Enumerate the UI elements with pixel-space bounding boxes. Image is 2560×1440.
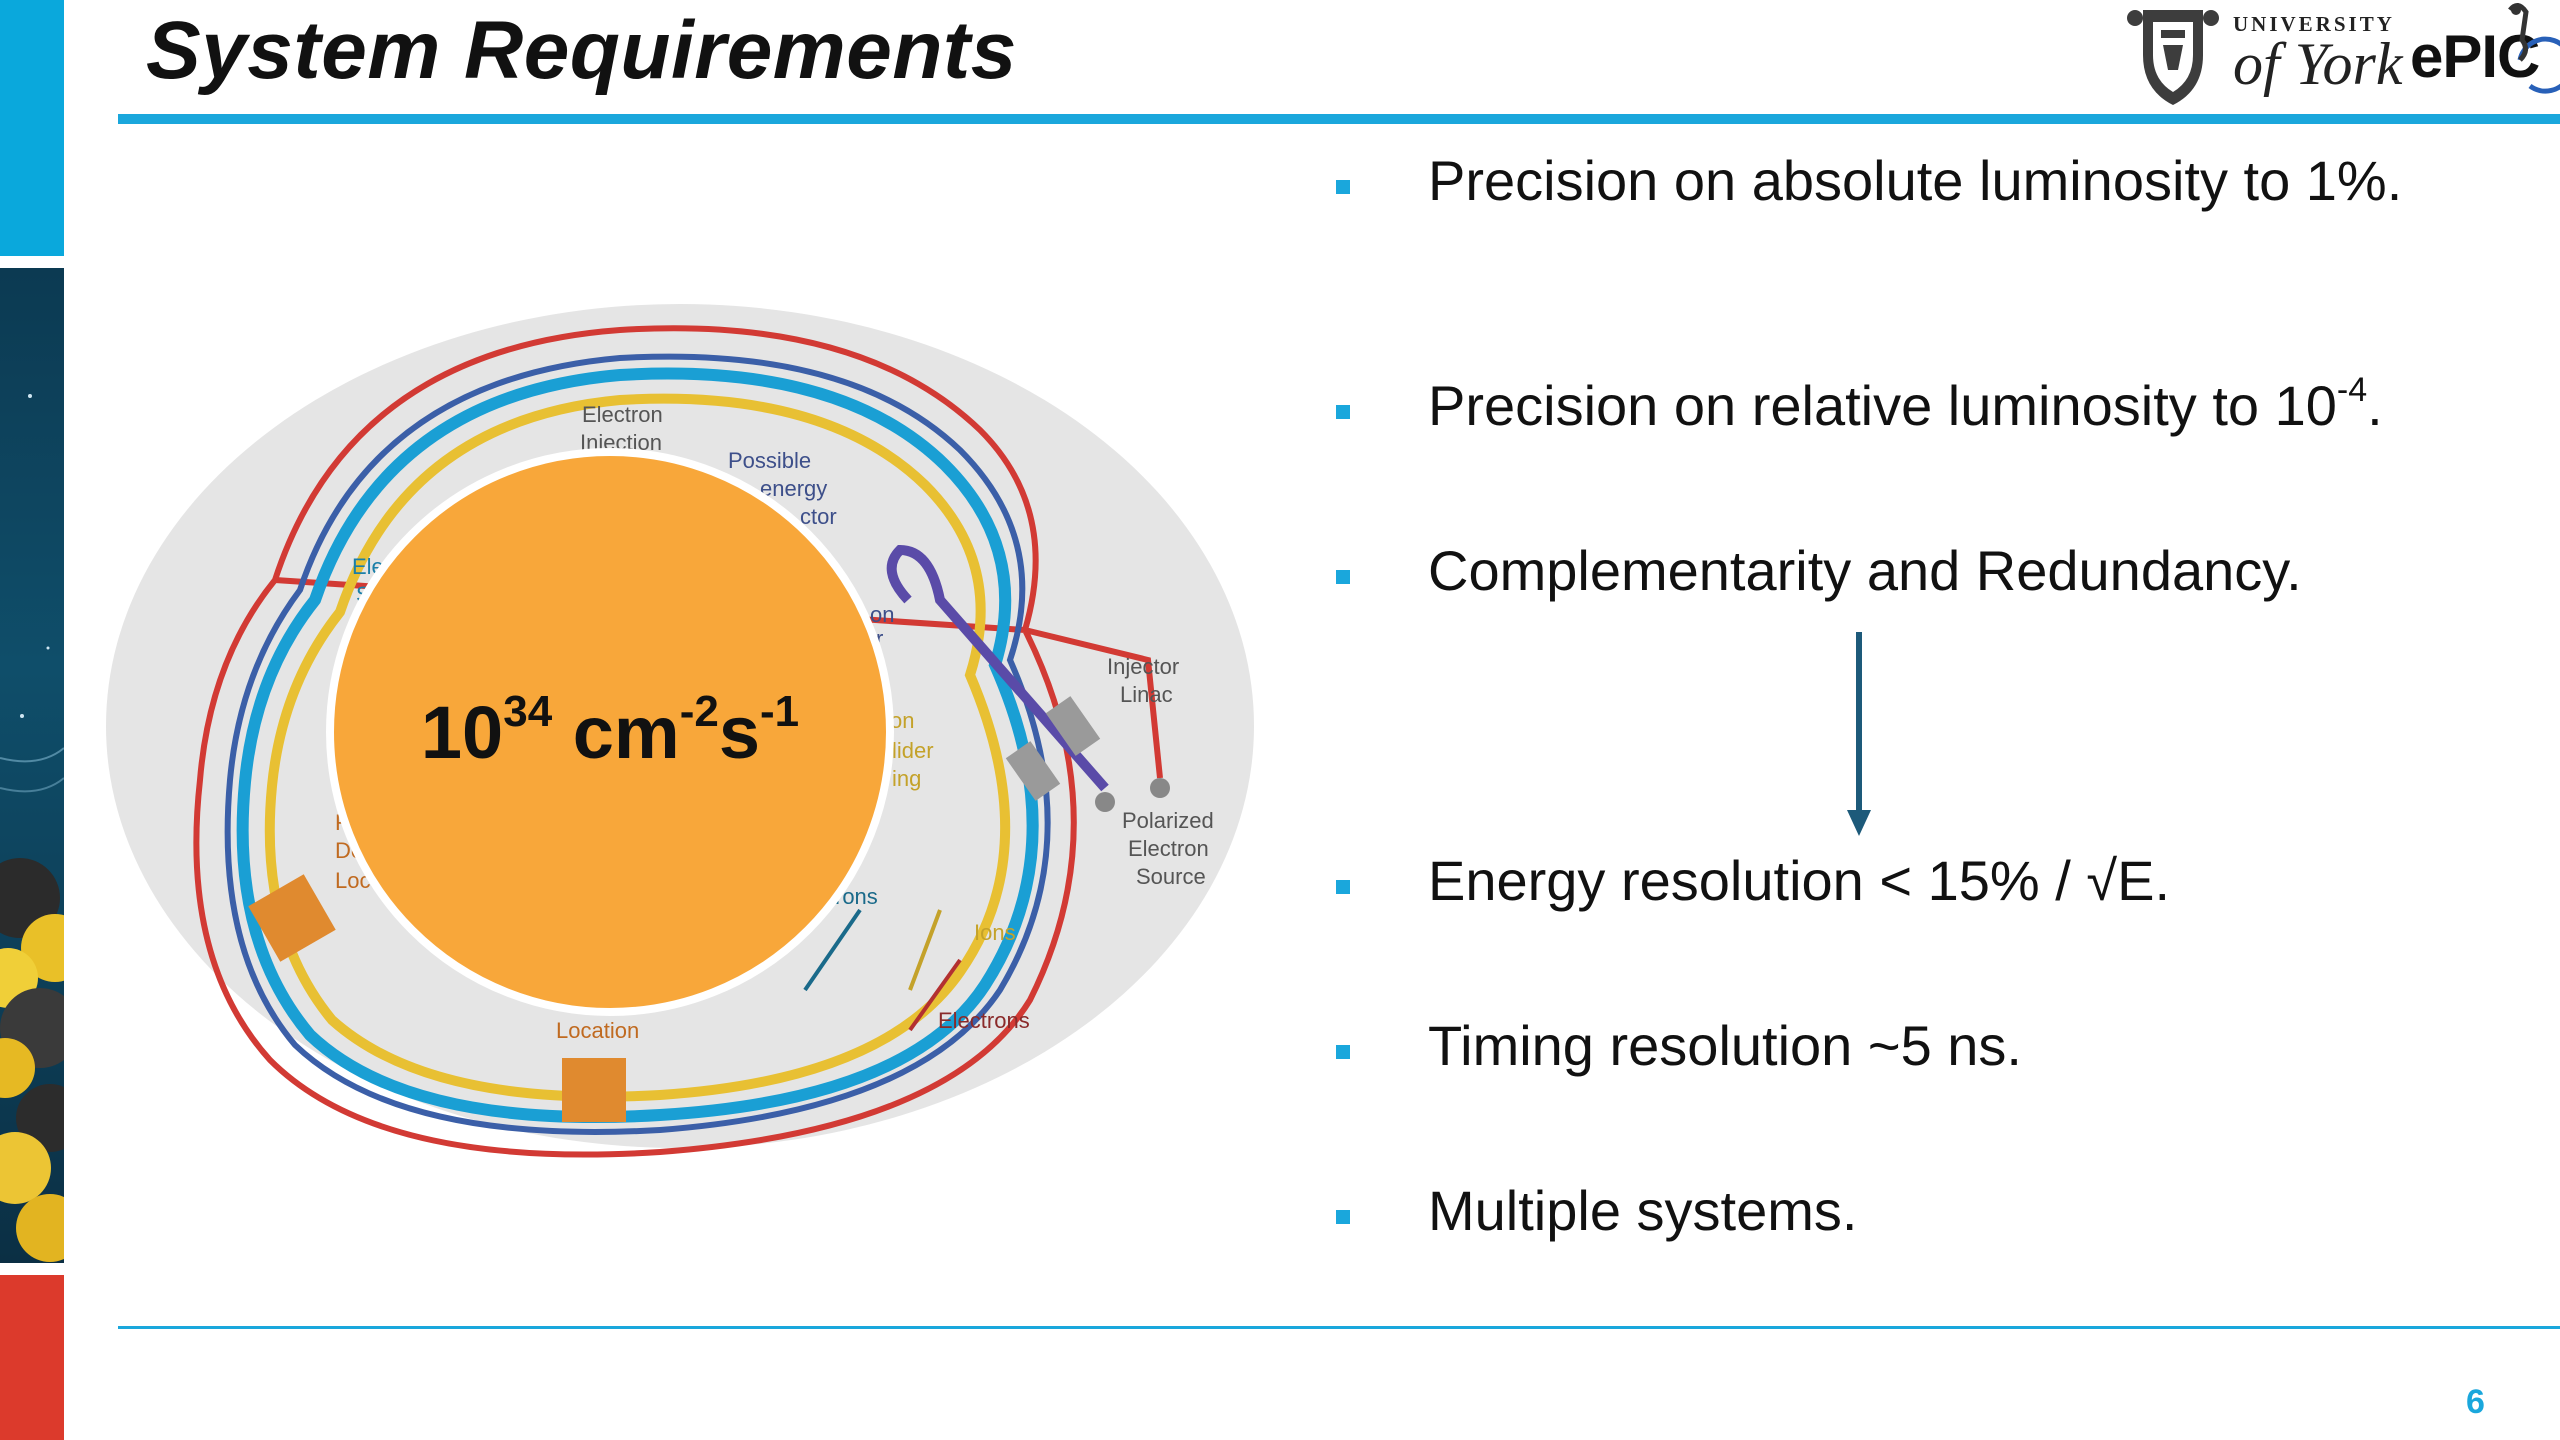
bullet-text: Precision on relative luminosity to 10-4…	[1428, 373, 2438, 437]
bullet-marker	[1336, 1045, 1350, 1059]
strip-image-block	[0, 268, 64, 1263]
label-r: r	[876, 626, 883, 651]
label-ions: Ions	[974, 920, 1016, 945]
list-item: Complementarity and Redundancy.	[1330, 540, 2438, 602]
bullet-text: Timing resolution ~5 ns.	[1428, 1014, 2022, 1077]
slide-title: System Requirements	[146, 5, 1017, 96]
electron-ring-outer	[193, 325, 1163, 1158]
bullet-text: Energy resolution < 15% / √E.	[1428, 849, 2171, 912]
detector-box-bottom	[562, 1058, 626, 1122]
header-logos: UNIVERSITY of York ePIC	[2115, 0, 2560, 112]
label-electron-src: Electron	[1128, 836, 1209, 861]
york-crest-icon	[2127, 10, 2219, 105]
bullet-text: Complementarity and Redundancy.	[1428, 539, 2302, 602]
injector-loop	[886, 544, 1109, 792]
label-on-2: on	[890, 708, 914, 733]
label-collider: lider	[892, 738, 934, 763]
footer-rule	[118, 1326, 2560, 1329]
label-electrons: Electrons	[938, 1008, 1030, 1033]
list-item: Precision on relative luminosity to 10-4…	[1330, 373, 2438, 437]
list-item: Energy resolution < 15% / √E.	[1330, 850, 2438, 912]
label-on: on	[870, 602, 894, 627]
bullet-text: Multiple systems.	[1428, 1179, 1858, 1242]
label-source: Source	[1136, 864, 1206, 889]
lumi-unit-cm: cm	[552, 691, 680, 774]
list-item: Multiple systems.	[1330, 1180, 2438, 1242]
rons-arrow	[803, 908, 862, 992]
bullet-text-tail: .	[2367, 374, 2383, 437]
bullet-marker	[1336, 570, 1350, 584]
linac-module-2	[1005, 741, 1061, 801]
left-decoration-strip	[0, 0, 64, 1440]
lumi-exp1: 34	[503, 687, 553, 736]
bullet-marker	[1336, 1210, 1350, 1224]
york-logo-text-main: of York	[2233, 31, 2403, 97]
title-underline	[118, 114, 2560, 124]
luminosity-value: 1034 cm-2s-1	[380, 690, 840, 775]
source-dot-2	[1095, 792, 1115, 812]
list-item: Timing resolution ~5 ns.	[1330, 1015, 2438, 1077]
label-location: Location	[556, 1018, 639, 1043]
lumi-exp2: -2	[679, 687, 719, 736]
epic-logo-icon	[2508, 3, 2560, 94]
hadron-ring	[236, 367, 1039, 1124]
list-item: Precision on absolute luminosity to 1%.	[1330, 150, 2438, 212]
source-dot-1	[1150, 778, 1170, 798]
label-ring: ing	[892, 766, 921, 791]
page-number: 6	[2466, 1383, 2485, 1421]
bullet-text-main: Precision on relative luminosity to 10	[1428, 374, 2337, 437]
strip-starfield-image	[0, 394, 64, 1262]
label-injector: Injector	[1107, 654, 1179, 679]
bullet-marker	[1336, 180, 1350, 194]
strip-red-block	[0, 1275, 64, 1440]
accelerator-ring-diagram: Electron Injection Possible energy ctor …	[106, 304, 1254, 1158]
label-polarized: Polarized	[1122, 808, 1214, 833]
label-energy: energy	[760, 476, 827, 501]
luminosity-overlay-circle	[326, 448, 894, 1016]
ring-dark-blue	[224, 353, 1051, 1135]
label-linac: Linac	[1120, 682, 1173, 707]
detector-box-left	[248, 874, 336, 962]
label-ctor: ctor	[800, 504, 837, 529]
down-arrow-icon	[1847, 632, 1871, 836]
bullet-text: Precision on absolute luminosity to 1%.	[1428, 149, 2403, 212]
strip-blue-block	[0, 0, 64, 256]
linac-module-1	[1045, 696, 1101, 756]
york-logo-text-top: UNIVERSITY	[2233, 12, 2395, 36]
bullet-text-sup: -4	[2336, 371, 2368, 409]
electrons-arrow	[908, 958, 962, 1032]
lumi-exp3: -1	[759, 687, 800, 736]
lumi-base: 10	[420, 691, 504, 774]
bullet-marker	[1336, 405, 1350, 419]
label-electron: Electron	[582, 402, 663, 427]
lumi-unit-s: s	[718, 691, 760, 774]
ions-arrow	[908, 909, 942, 991]
label-possible: Possible	[728, 448, 811, 473]
bullet-marker	[1336, 880, 1350, 894]
